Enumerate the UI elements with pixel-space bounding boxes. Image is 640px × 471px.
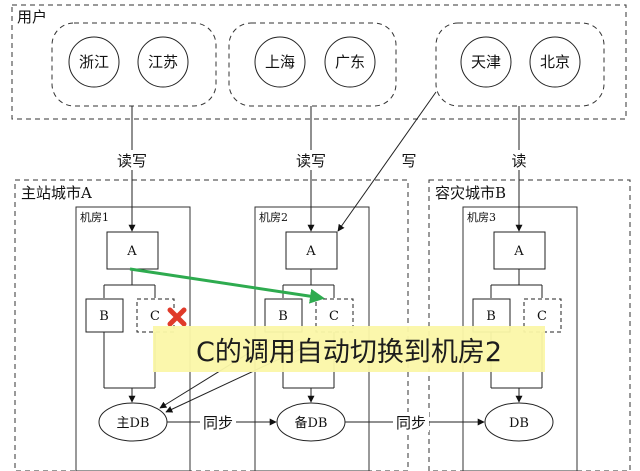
edge-label-write: 写 bbox=[401, 152, 416, 170]
room-1-service-b-label: B bbox=[99, 309, 109, 324]
failover-caption: C的调用自动切换到机房2 bbox=[153, 326, 545, 372]
room-3-service-a bbox=[493, 231, 546, 270]
user-label-tianjin: 天津 bbox=[471, 53, 501, 71]
room-3-a-to-bc bbox=[490, 269, 543, 298]
room-2-service-b-label: B bbox=[278, 309, 288, 324]
user-group-2 bbox=[228, 22, 397, 107]
city-b-title: 容灾城市B bbox=[435, 184, 506, 202]
room-3-service-c-label: C bbox=[537, 309, 547, 324]
users-box bbox=[11, 4, 627, 120]
user-label-shanghai: 上海 bbox=[265, 53, 295, 71]
room-3-title: 机房3 bbox=[467, 210, 496, 224]
room-2-service-a-label: A bbox=[305, 244, 316, 259]
room-3-db-label: DB bbox=[509, 416, 529, 431]
user-label-beijing: 北京 bbox=[540, 53, 570, 71]
room-2-title: 机房2 bbox=[259, 210, 288, 224]
room-1-service-a bbox=[106, 231, 159, 270]
room-1-a-to-bc bbox=[103, 269, 156, 298]
room-1-db-label: 主DB bbox=[117, 416, 150, 431]
user-node-shanghai bbox=[254, 36, 306, 88]
room-2-a-to-bc bbox=[282, 269, 335, 298]
user-label-zhejiang: 浙江 bbox=[79, 53, 109, 71]
room-2-db-label: 备DB bbox=[295, 415, 328, 431]
city-b-box bbox=[428, 179, 631, 471]
room-3-service-a-label: A bbox=[513, 244, 524, 259]
user-node-zhejiang bbox=[68, 36, 120, 88]
edge-label-rw-2: 读写 bbox=[296, 152, 326, 170]
user-node-jiangsu bbox=[137, 36, 189, 88]
city-a-title: 主站城市A bbox=[21, 184, 92, 202]
sync-label-1: 同步 bbox=[203, 414, 233, 432]
user-label-guangdong: 广东 bbox=[335, 53, 365, 71]
failure-cross-icon bbox=[167, 307, 187, 327]
user-group-3 bbox=[435, 22, 605, 107]
edge-label-read: 读 bbox=[511, 152, 526, 170]
edge-label-rw-1: 读写 bbox=[117, 152, 147, 170]
room-1-service-c-label: C bbox=[150, 309, 160, 324]
users-title: 用户 bbox=[17, 8, 47, 26]
arrow-users-write-to-room-2 bbox=[337, 91, 437, 232]
user-label-jiangsu: 江苏 bbox=[148, 53, 178, 71]
room-2-service-c-label: C bbox=[329, 309, 339, 324]
room-3-service-b-label: B bbox=[486, 309, 496, 324]
room-2-service-a bbox=[285, 231, 338, 270]
user-node-guangdong bbox=[324, 36, 376, 88]
user-node-beijing bbox=[529, 36, 581, 88]
user-node-tianjin bbox=[460, 36, 512, 88]
user-group-1 bbox=[51, 22, 217, 107]
room-1-service-a-label: A bbox=[126, 244, 137, 259]
sync-label-2: 同步 bbox=[396, 414, 426, 432]
room-1-title: 机房1 bbox=[80, 210, 109, 224]
room-1-bc-to-db bbox=[103, 332, 156, 402]
failover-arrow bbox=[129, 267, 325, 304]
